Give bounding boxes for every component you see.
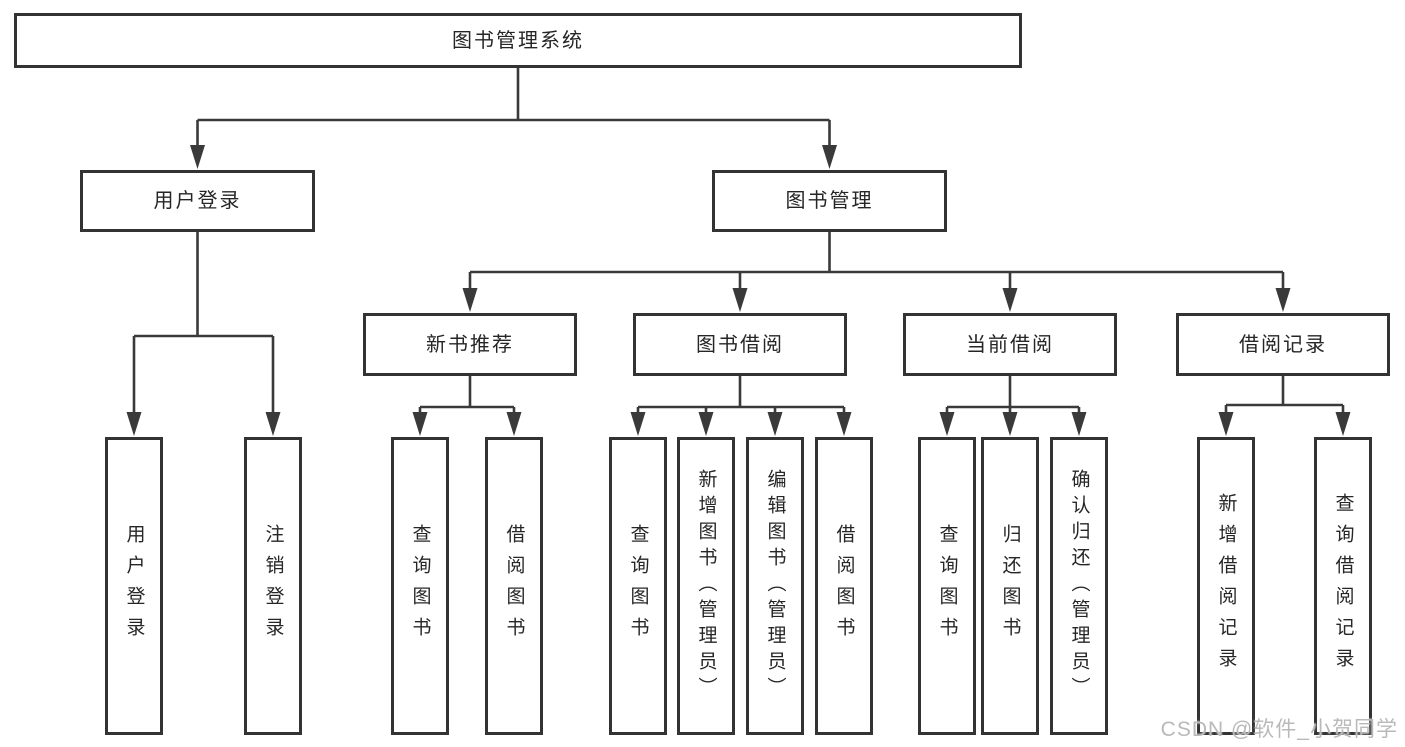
node-current-borrow: 当前借阅 bbox=[903, 313, 1117, 376]
arrowhead-into-leaf-bb-query bbox=[630, 412, 646, 436]
node-new-book-rec: 新书推荐 bbox=[363, 313, 577, 376]
node-leaf-br-add: 新增借阅记录 bbox=[1197, 437, 1255, 735]
arrowhead-into-book-mgmt bbox=[822, 145, 837, 169]
node-leaf-bb-edit: 编辑图书（管理员） bbox=[746, 437, 804, 735]
node-leaf-cb-query: 查询图书 bbox=[918, 437, 976, 735]
watermark-text: CSDN @软件_小贺同学 bbox=[1160, 718, 1398, 741]
node-label-leaf-rec-borrow: 借阅图书 bbox=[503, 524, 525, 648]
edge-from-new-book-rec bbox=[418, 376, 516, 423]
node-label-user-login: 用户登录 bbox=[153, 190, 242, 212]
arrowhead-into-leaf-bb-borrow bbox=[836, 412, 852, 436]
node-leaf-logout: 注销登录 bbox=[244, 437, 302, 735]
node-borrow-records: 借阅记录 bbox=[1176, 313, 1390, 376]
arrowhead-into-leaf-cb-query bbox=[939, 412, 955, 436]
node-leaf-rec-borrow: 借阅图书 bbox=[485, 437, 543, 735]
arrowhead-into-leaf-cb-confirm bbox=[1071, 412, 1087, 436]
node-leaf-bb-borrow: 借阅图书 bbox=[815, 437, 873, 735]
node-leaf-bb-query: 查询图书 bbox=[609, 437, 667, 735]
arrowhead-into-leaf-rec-borrow bbox=[506, 412, 522, 436]
arrowhead-into-book-borrow bbox=[732, 288, 748, 312]
edge-from-user-login bbox=[132, 232, 275, 423]
arrowhead-into-leaf-user-login bbox=[126, 412, 142, 436]
node-label-book-borrow: 图书借阅 bbox=[696, 333, 784, 356]
node-label-new-book-rec: 新书推荐 bbox=[426, 333, 514, 356]
arrowhead-into-leaf-br-add bbox=[1218, 412, 1234, 436]
node-leaf-bb-add: 新增图书（管理员） bbox=[677, 437, 735, 735]
arrowhead-into-leaf-bb-add bbox=[698, 412, 714, 436]
arrowhead-into-leaf-logout bbox=[265, 412, 281, 436]
node-label-current-borrow: 当前借阅 bbox=[966, 333, 1054, 356]
node-label-leaf-bb-add: 新增图书（管理员） bbox=[695, 469, 717, 703]
arrowhead-into-current-borrow bbox=[1002, 288, 1018, 312]
node-label-leaf-br-add: 新增借阅记录 bbox=[1215, 493, 1237, 679]
arrowhead-into-new-book-rec bbox=[462, 288, 478, 312]
node-label-leaf-rec-query: 查询图书 bbox=[409, 524, 431, 648]
node-book-mgmt: 图书管理 bbox=[712, 170, 947, 232]
arrowhead-into-leaf-cb-return bbox=[1002, 412, 1018, 436]
node-leaf-rec-query: 查询图书 bbox=[391, 437, 449, 735]
arrowhead-into-leaf-rec-query bbox=[412, 412, 428, 436]
node-label-root: 图书管理系统 bbox=[452, 29, 584, 52]
arrowhead-into-leaf-bb-edit bbox=[767, 412, 783, 436]
node-label-leaf-logout: 注销登录 bbox=[262, 524, 284, 648]
node-user-login: 用户登录 bbox=[80, 170, 315, 232]
node-label-leaf-cb-query: 查询图书 bbox=[936, 524, 958, 648]
node-label-leaf-br-query: 查询借阅记录 bbox=[1332, 493, 1354, 679]
edge-from-root bbox=[196, 68, 831, 156]
arrowhead-into-leaf-br-query bbox=[1335, 412, 1351, 436]
node-label-borrow-records: 借阅记录 bbox=[1239, 333, 1327, 356]
arrowhead-into-user-login bbox=[190, 145, 205, 169]
node-leaf-user-login: 用户登录 bbox=[105, 437, 163, 735]
node-leaf-cb-confirm: 确认归还（管理员） bbox=[1050, 437, 1108, 735]
edge-from-book-borrow bbox=[636, 376, 846, 423]
node-label-leaf-user-login: 用户登录 bbox=[123, 524, 145, 648]
edge-from-borrow-records bbox=[1224, 376, 1345, 423]
node-book-borrow: 图书借阅 bbox=[633, 313, 847, 376]
node-label-leaf-cb-confirm: 确认归还（管理员） bbox=[1068, 469, 1090, 703]
node-label-leaf-bb-edit: 编辑图书（管理员） bbox=[764, 469, 786, 703]
node-label-leaf-bb-query: 查询图书 bbox=[627, 524, 649, 648]
node-leaf-br-query: 查询借阅记录 bbox=[1314, 437, 1372, 735]
node-label-leaf-cb-return: 归还图书 bbox=[999, 524, 1021, 648]
edge-from-book-mgmt bbox=[468, 232, 1285, 299]
node-root: 图书管理系统 bbox=[14, 13, 1022, 68]
node-label-leaf-bb-borrow: 借阅图书 bbox=[833, 524, 855, 648]
arrowhead-into-borrow-records bbox=[1275, 288, 1291, 312]
node-leaf-cb-return: 归还图书 bbox=[981, 437, 1039, 735]
node-label-book-mgmt: 图书管理 bbox=[785, 190, 874, 212]
